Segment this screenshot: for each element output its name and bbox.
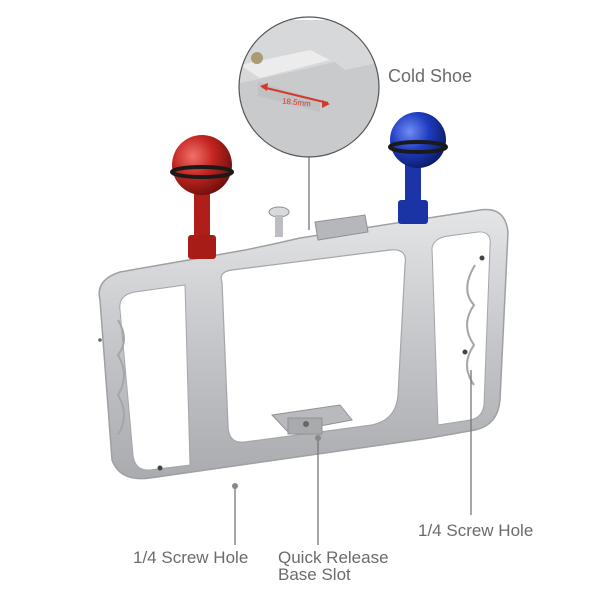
callout-lines (232, 157, 472, 545)
cold-shoe-magnifier (238, 16, 380, 158)
quick-release-label: Quick Release Base Slot (278, 549, 389, 583)
quick-release-line1: Quick Release (278, 548, 389, 567)
screw-hole-right-label: 1/4 Screw Hole (418, 521, 534, 540)
cold-shoe-label: Cold Shoe (388, 66, 473, 86)
quick-release-line2: Base Slot (278, 565, 351, 584)
screw-hole-left-label: 1/4 Screw Hole (133, 548, 249, 567)
cage-frame (98, 206, 509, 480)
red-ball-mount (170, 135, 234, 259)
blue-ball-mount (388, 112, 448, 224)
